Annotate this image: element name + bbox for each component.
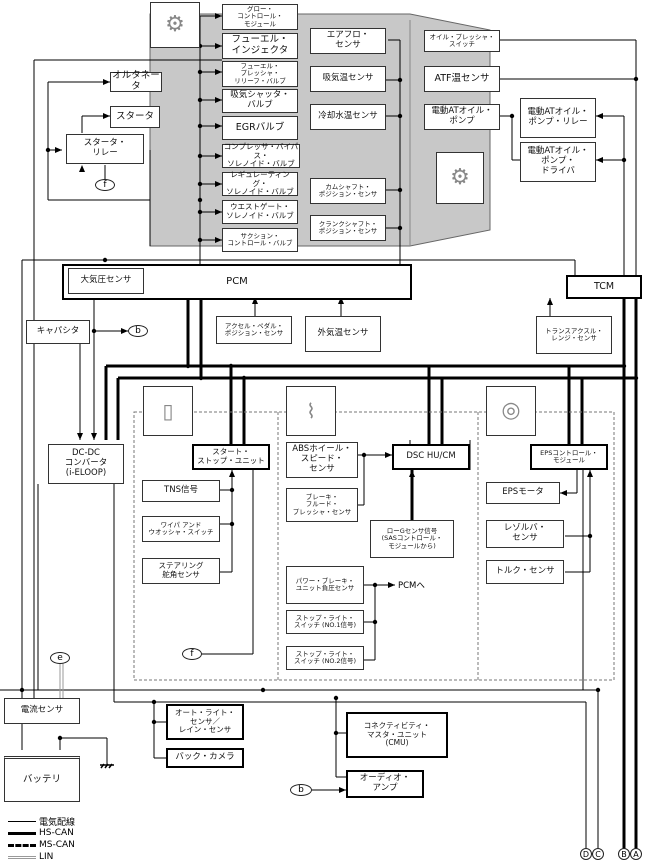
dcdc-converter: DC-DC コンバータ (i-ELOOP) (48, 444, 124, 484)
stop-light-switch-2: ストップ・ライト・ スイッチ (NO.2信号) (286, 646, 364, 670)
low-g-sensor-signal: ローGセンサ信号 (SASコントロール・ モジュールから) (370, 520, 454, 558)
capacitor: キャパシタ (26, 320, 90, 344)
steering-wheel-image: ◎ (486, 386, 536, 436)
electric-oil-pump: 電動ATオイル・ ポンプ (424, 104, 500, 130)
starter-relay: スタータ・ リレー (66, 134, 144, 164)
eps-control-module: EPSコントロール・ モジュール (530, 444, 608, 470)
connector-C: C (592, 848, 604, 860)
oil-pressure-switch: オイル・プレッシャ・ スイッチ (424, 30, 500, 52)
accelerator-pedal-position-sensor: アクセル・ペダル・ ポジション・センサ (216, 316, 292, 344)
stop-light-switch-1: ストップ・ライト・ スイッチ (NO.1信号) (286, 610, 364, 634)
connector-D: D (580, 848, 592, 860)
starter: スタータ (110, 106, 160, 128)
back-camera: バック・カメラ (166, 748, 244, 768)
pcm-label: PCM (226, 276, 248, 288)
transaxle-range-sensor: トランスアクスル・ レンジ・センサ (536, 316, 612, 354)
abs-wheel-speed-sensor: ABSホイール・ スピード・ センサ (286, 442, 358, 478)
transmission-image: ⚙ (436, 152, 484, 204)
glow-control-module: グロー・ コントロール・ モジュール (222, 4, 298, 30)
intake-air-temp-sensor: 吸気温センサ (310, 66, 386, 92)
electric-oil-pump-driver: 電動ATオイル・ ポンプ・ ドライバ (520, 142, 596, 182)
tcm: TCM (566, 275, 642, 299)
connector-f-bottom: f (182, 648, 202, 660)
regulating-solenoid-valve: レギュレーティング・ ソレノイド・バルブ (222, 170, 298, 196)
atf-temp-sensor: ATF温センサ (424, 66, 500, 92)
resolver-sensor: レゾルバ・ センサ (486, 520, 564, 548)
tns-signal: TNS信号 (142, 480, 220, 502)
coolant-temp-sensor: 冷却水温センサ (310, 104, 386, 130)
to-pcm-label: PCMへ (398, 581, 425, 591)
torque-sensor: トルク・センサ (486, 560, 564, 584)
connector-f-top: f (95, 179, 115, 191)
legend-item-wire: 電気配線 (8, 815, 75, 828)
wastegate-solenoid-valve: ウエストゲート・ ソレノイド・バルブ (222, 200, 298, 224)
connector-A: A (630, 848, 642, 860)
smart-key-image: ▯ (143, 386, 193, 436)
alternator: オルタネータ (110, 70, 162, 92)
connector-b-top: b (128, 325, 148, 337)
dsc-hu-cm: DSC HU/CM (392, 444, 470, 470)
start-stop-unit: スタート・ ストップ・ユニット (192, 444, 270, 470)
connector-b-bottom: b (290, 784, 312, 796)
eps-motor: EPSモータ (486, 482, 560, 504)
battery: バッテリ (4, 756, 80, 802)
legend-item-hs-can: HS-CAN (8, 827, 75, 839)
suction-control-valve: サクション・ コントロール・バルブ (222, 228, 298, 252)
legend: 電気配線 HS-CAN MS-CAN LIN (8, 815, 75, 863)
legend-item-ms-can: MS-CAN (8, 839, 75, 851)
current-sensor: 電流センサ (4, 698, 80, 724)
wiper-washer-switch: ワイパ アンド ウオッシャ・スイッチ (142, 516, 220, 542)
connector-B: B (618, 848, 630, 860)
brake-fluid-pressure-sensor: ブレーキ・ フルード・ プレッシャ・センサ (286, 488, 358, 522)
egr-valve: EGRバルブ (222, 116, 298, 140)
fuel-pressure-relief-valve: フューエル・ プレッシャ・ リリーフ・バルブ (222, 61, 298, 87)
connector-e: e (50, 652, 70, 664)
brake-pedal-image: ⌇ (286, 386, 336, 436)
auto-light-rain-sensor: オート・ライト・ センサ／ レイン・センサ (166, 704, 244, 740)
compressor-bypass-solenoid-valve: コンプレッサ・バイパス・ ソレノイド・バルブ (222, 142, 300, 169)
audio-amp: オーディオ・ アンプ (346, 770, 424, 798)
brake-vacuum-sensor: パワー・ブレーキ・ ユニット負圧センサ (286, 566, 364, 604)
crankshaft-position-sensor: クランクシャフト・ ポジション・センサ (310, 215, 386, 241)
fuel-injector: フューエル・ インジェクタ (222, 33, 298, 59)
cmu: コネクティビティ・ マスタ・ユニット (CMU) (346, 712, 448, 758)
electric-oil-pump-relay: 電動ATオイル・ ポンプ・リレー (520, 98, 596, 138)
barometric-pressure-sensor: 大気圧センサ (68, 268, 144, 294)
camshaft-position-sensor: カムシャフト・ ポジション・センサ (310, 178, 386, 204)
intake-shutter-valve: 吸気シャッタ・ バルブ (222, 89, 298, 113)
engine-image: ⚙ (150, 2, 200, 48)
legend-item-lin: LIN (8, 851, 75, 863)
ambient-temp-sensor: 外気温センサ (305, 316, 381, 352)
airflow-sensor: エアフロ・ センサ (310, 28, 386, 54)
steering-angle-sensor: ステアリング 舵角センサ (142, 558, 220, 584)
